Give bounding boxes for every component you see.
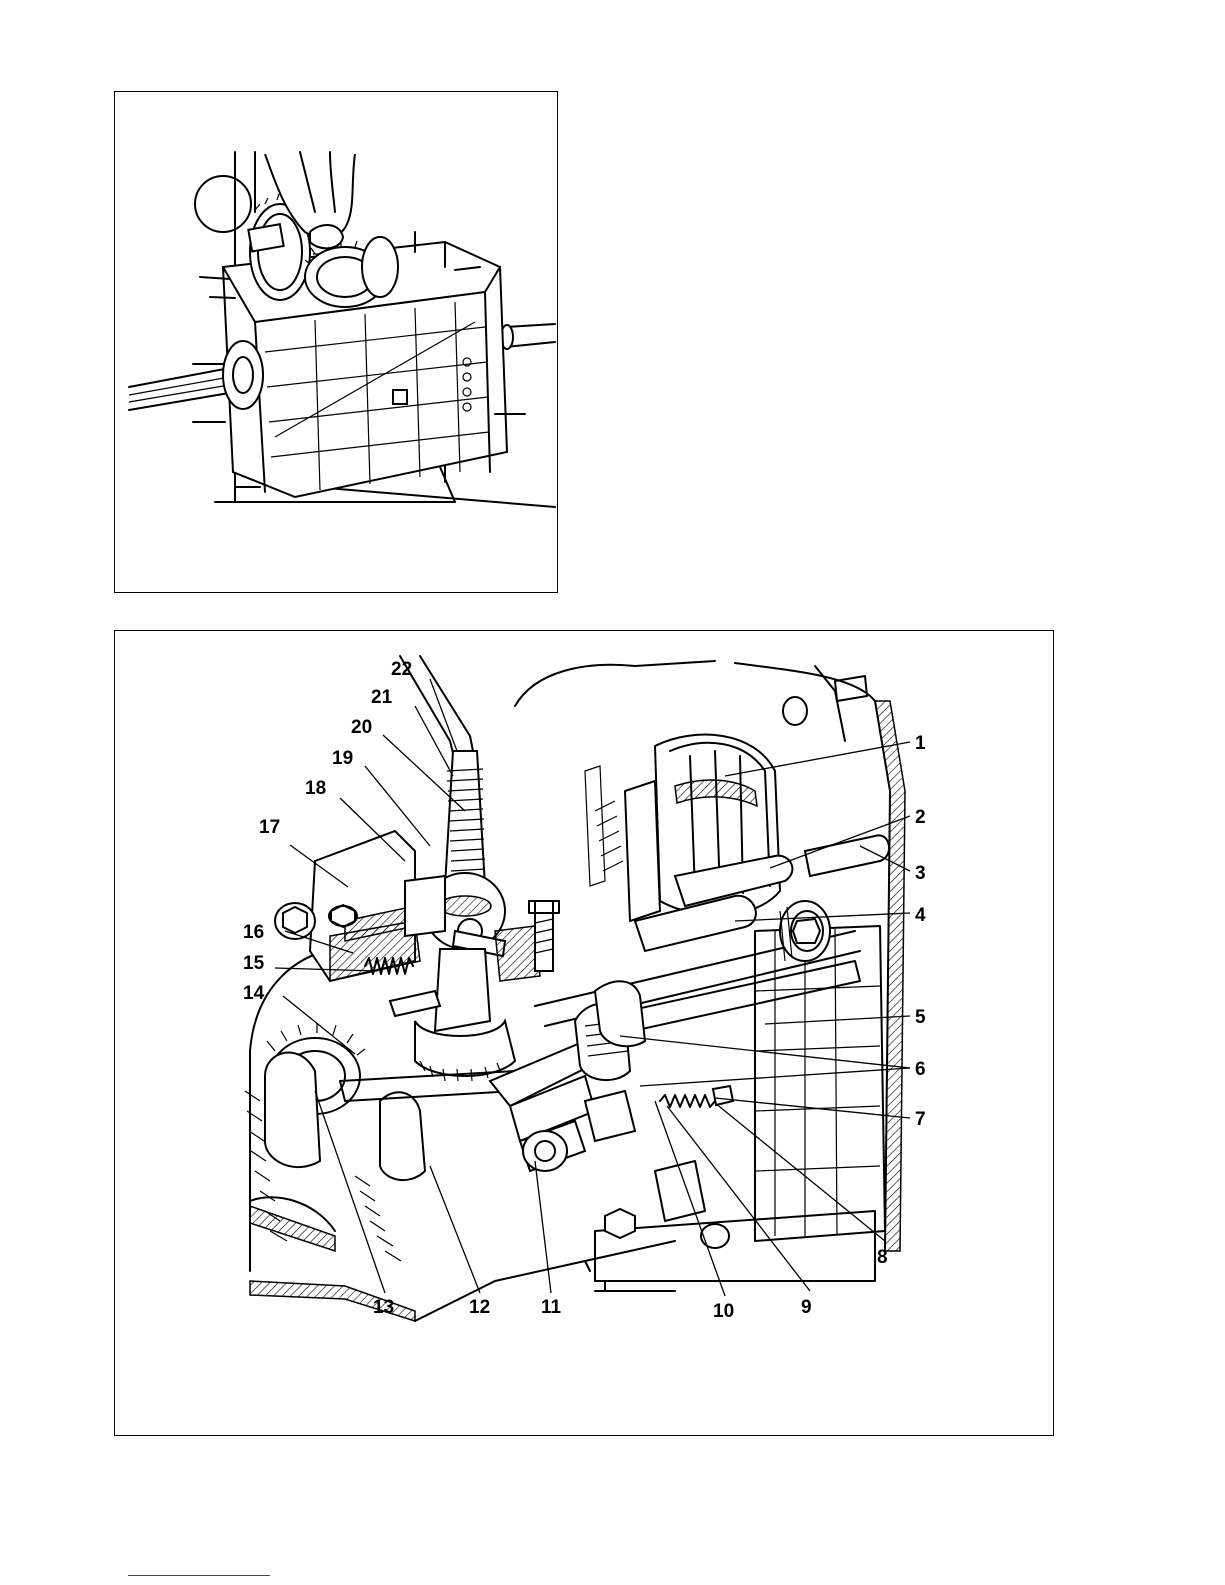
output-shaft (501, 324, 555, 349)
callout-1: 1 (915, 733, 926, 754)
callout-21: 21 (371, 687, 393, 708)
callout-15: 15 (243, 953, 265, 974)
drain-plug (393, 390, 407, 404)
callout-14: 14 (243, 983, 265, 1004)
callout-2: 2 (915, 807, 926, 828)
callout-19: 19 (332, 748, 353, 769)
gear-lever (400, 656, 515, 1081)
callout-20: 20 (351, 717, 372, 738)
figure-gear-removal (114, 91, 558, 593)
selector-forks (490, 981, 733, 1248)
callout-10: 10 (713, 1301, 734, 1322)
callout-22: 22 (391, 659, 412, 680)
callout-7: 7 (915, 1109, 926, 1130)
selector-mechanism-illustration: 1 2 3 4 5 6 7 8 9 10 11 12 13 14 15 16 1… (115, 631, 1055, 1437)
callout-12: 12 (469, 1297, 490, 1318)
callout-9: 9 (801, 1297, 812, 1318)
casing-stud (835, 676, 867, 701)
callout-16: 16 (243, 922, 264, 943)
callout-3: 3 (915, 863, 926, 884)
callout-6: 6 (915, 1059, 926, 1080)
callout-4: 4 (915, 905, 926, 926)
filler-plug (780, 901, 830, 961)
callout-13: 13 (373, 1297, 394, 1318)
figure-selector-cutaway: 1 2 3 4 5 6 7 8 9 10 11 12 13 14 15 16 1… (114, 630, 1054, 1436)
selector-housing (275, 831, 559, 1016)
callout-18: 18 (305, 778, 326, 799)
callout-leaders (275, 679, 910, 1296)
footer-link-underline[interactable] (128, 1575, 270, 1576)
gearbox-housing-illustration (115, 92, 559, 594)
input-shaft (129, 367, 235, 410)
callout-8: 8 (877, 1247, 888, 1268)
dial-gauge (195, 176, 251, 232)
callout-11: 11 (541, 1297, 562, 1318)
callout-17: 17 (259, 817, 280, 838)
callout-5: 5 (915, 1007, 926, 1028)
